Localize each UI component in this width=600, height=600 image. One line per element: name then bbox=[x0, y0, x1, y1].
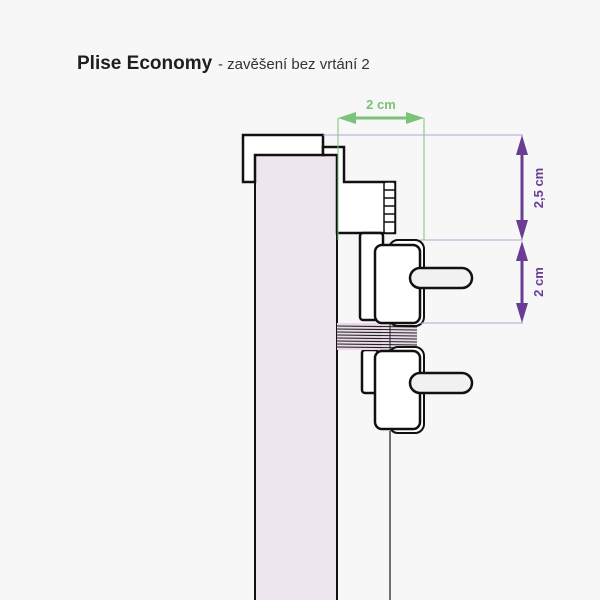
lower-height-arrow bbox=[516, 241, 528, 323]
product-subtitle: - zavěšení bez vrtání 2 bbox=[218, 56, 370, 73]
width-dimension bbox=[337, 112, 425, 240]
upper-clip bbox=[373, 239, 474, 327]
upper-height-arrow bbox=[516, 135, 528, 240]
blind-fabric bbox=[254, 154, 338, 600]
upper-height-label: 2,5 cm bbox=[531, 168, 546, 208]
lower-clip bbox=[373, 346, 474, 434]
height-dimensions bbox=[323, 134, 523, 324]
profile-ribs bbox=[383, 181, 396, 234]
product-title: Plise Economy bbox=[77, 53, 213, 74]
lower-height-label: 2 cm bbox=[531, 267, 546, 297]
width-label: 2 cm bbox=[366, 97, 396, 112]
pleat-band bbox=[336, 323, 418, 350]
